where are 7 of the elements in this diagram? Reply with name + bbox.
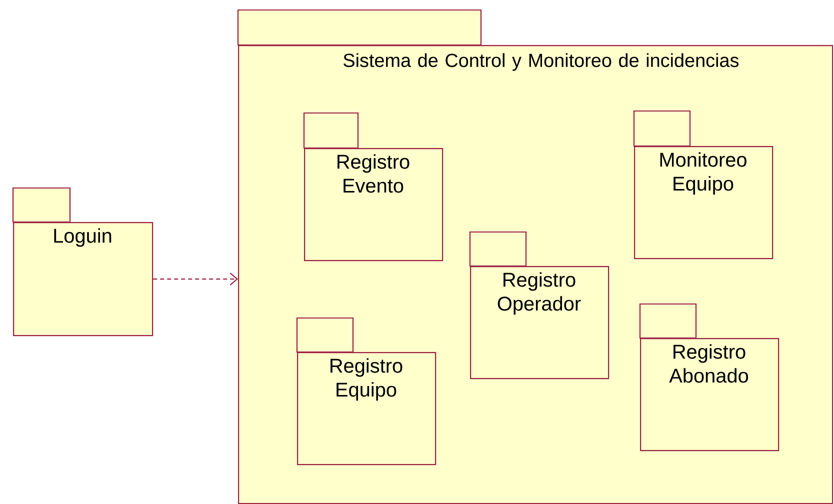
dependency-arrow — [153, 272, 238, 286]
package-box: Monitoreo Equipo — [633, 110, 774, 260]
package-box: Registro Equipo — [296, 317, 436, 466]
package-box: Loguin — [12, 187, 154, 336]
package-box: Registro Operador — [469, 231, 610, 380]
package-box: Registro Abonado — [639, 303, 780, 452]
package-box: Registro Evento — [303, 112, 444, 262]
